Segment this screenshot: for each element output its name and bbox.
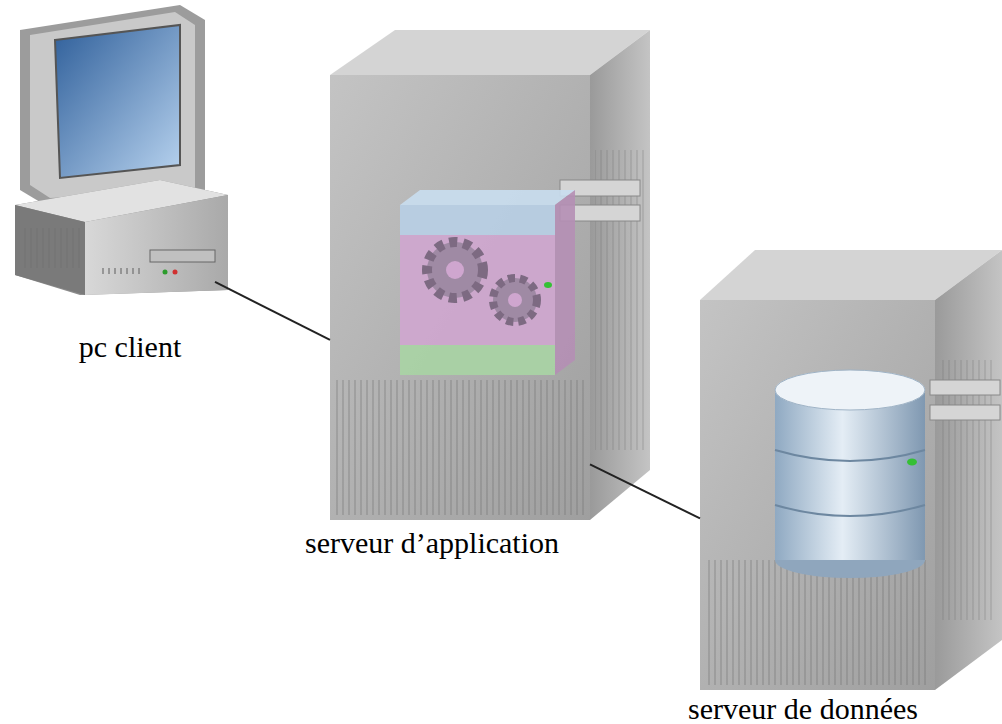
node-label: pc client: [79, 332, 181, 362]
network-link: [590, 464, 700, 518]
network-link: [215, 282, 330, 340]
pc-client-node: pc client: [15, 5, 215, 295]
node-label: serveur d’application: [305, 528, 559, 558]
data-server-icon: [700, 250, 1002, 690]
application-server-icon: [330, 30, 650, 520]
data-server-node: serveur de données: [700, 300, 935, 690]
node-label: serveur de données: [688, 694, 918, 724]
pc-icon: [15, 5, 228, 295]
application-server-node: serveur d’application: [330, 75, 590, 520]
